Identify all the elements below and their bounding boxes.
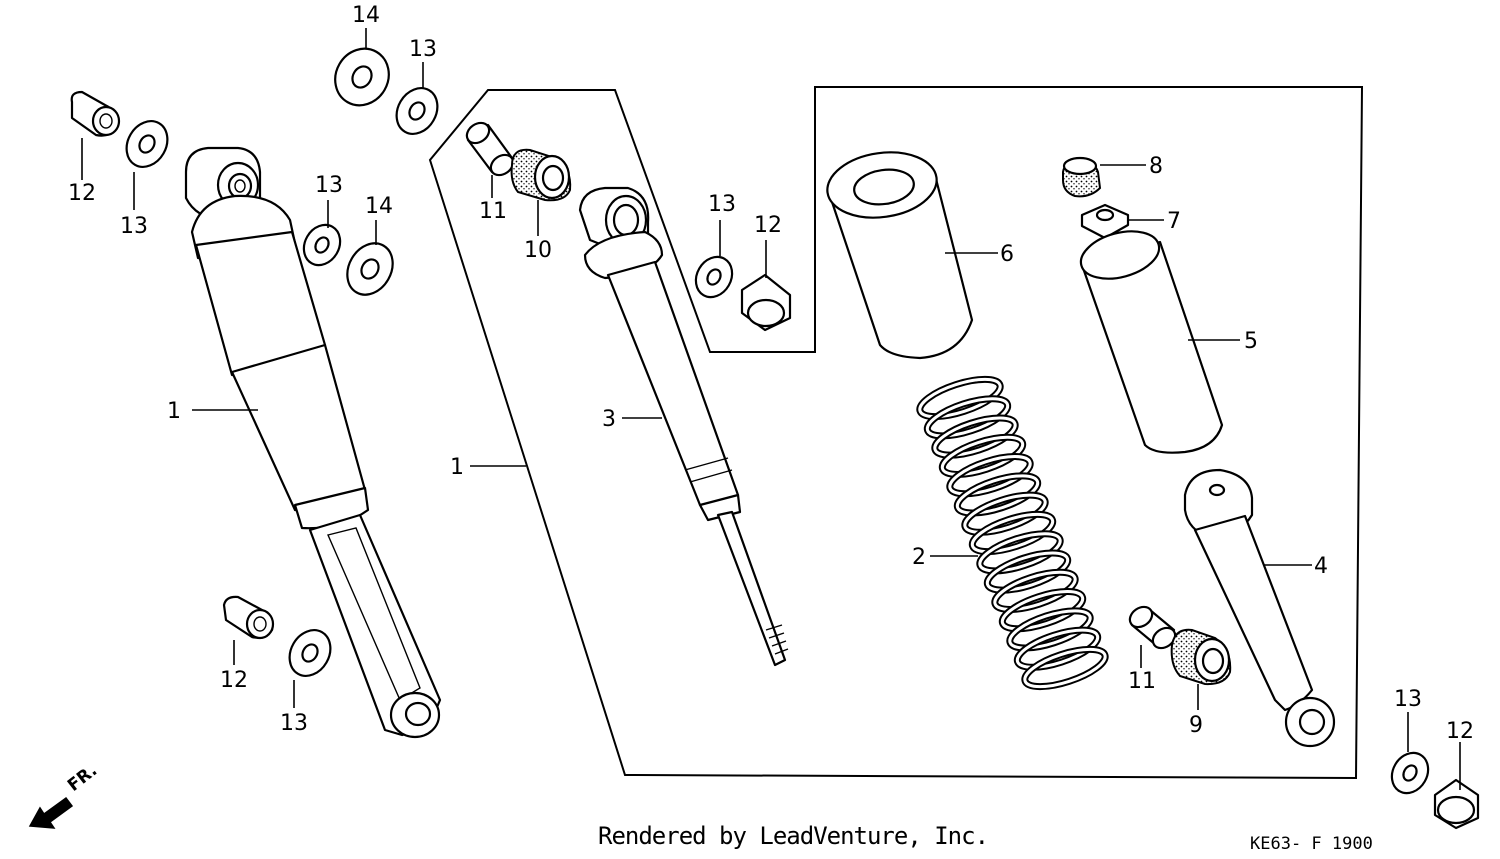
spring-seat-7	[1080, 203, 1130, 240]
spring-coil	[1015, 628, 1100, 669]
assembly-boundary	[428, 86, 1364, 780]
spring-coil	[1023, 647, 1107, 689]
spring-coil	[985, 551, 1070, 592]
callout-13: 13	[409, 37, 437, 62]
callout-13: 13	[708, 192, 736, 217]
callout-6: 6	[1000, 242, 1014, 267]
callout-8: 8	[1149, 154, 1163, 179]
washer-14-top	[334, 47, 390, 107]
washer-14-mid	[346, 242, 394, 296]
spring-coil	[955, 474, 1040, 515]
coil-spring-2	[916, 375, 1109, 691]
callout-13: 13	[1394, 687, 1422, 712]
leader-lines	[81, 28, 1461, 790]
spring-coil	[978, 532, 1062, 573]
upper-spring-cover-6	[826, 151, 974, 360]
callout-14: 14	[365, 194, 393, 219]
callout-12: 12	[220, 668, 248, 693]
callout-1: 1	[167, 399, 181, 424]
callout-12: 12	[1446, 719, 1474, 744]
cap-nut-bottom-left	[222, 595, 275, 640]
bushing-9	[1170, 628, 1232, 686]
callout-12: 12	[68, 181, 96, 206]
spring-coil	[940, 435, 1025, 476]
callout-labels: 14 13 12 13 13 14 1 12 13 11 10 1 3 13 1…	[68, 3, 1474, 744]
spring-coil	[933, 416, 1017, 457]
callout-12: 12	[754, 213, 782, 238]
callout-7: 7	[1167, 209, 1181, 234]
collar-11-top	[465, 121, 515, 177]
diagram-code: KE63- F 1900	[1250, 834, 1373, 854]
callout-13: 13	[120, 214, 148, 239]
render-credit: Rendered by LeadVenture, Inc.	[598, 822, 989, 850]
spring-coil	[970, 512, 1055, 554]
spring-coil	[948, 455, 1032, 496]
callout-2: 2	[912, 545, 926, 570]
lower-spring-cover-5	[1079, 230, 1224, 454]
lower-joint-4	[1183, 468, 1336, 748]
callout-14: 14	[352, 3, 380, 28]
callout-3: 3	[602, 407, 616, 432]
callout-13: 13	[315, 173, 343, 198]
bushing-10	[510, 148, 572, 202]
collar-11-bottom	[1128, 605, 1177, 650]
washer-13-top	[395, 87, 439, 135]
callout-11: 11	[1128, 669, 1156, 694]
callout-10: 10	[524, 238, 552, 263]
rubber-stopper-8	[1062, 156, 1102, 198]
callout-9: 9	[1189, 713, 1203, 738]
callout-13: 13	[280, 711, 308, 736]
spring-coil	[918, 377, 1002, 419]
cap-nut-bottom-right	[1433, 778, 1480, 830]
shock-absorber-assembly	[184, 146, 442, 739]
washer-13-top-left	[125, 120, 169, 168]
washer-13-center	[694, 255, 734, 299]
spring-coil	[1008, 609, 1092, 650]
spring-coil	[993, 570, 1077, 611]
cap-nut-center	[740, 273, 792, 332]
callout-4: 4	[1314, 554, 1328, 579]
damper-3	[578, 186, 789, 667]
front-arrow-icon	[28, 796, 74, 829]
callout-5: 5	[1244, 329, 1258, 354]
callout-11: 11	[479, 199, 507, 224]
washer-13-bottom-right	[1390, 751, 1430, 795]
spring-coil	[925, 397, 1010, 438]
spring-coil	[1000, 590, 1085, 631]
spring-coil	[963, 493, 1047, 534]
callout-1: 1	[450, 455, 464, 480]
washer-13-bottom-left	[288, 629, 332, 677]
washer-13-mid	[302, 223, 342, 267]
cap-nut-top-left	[70, 90, 121, 137]
